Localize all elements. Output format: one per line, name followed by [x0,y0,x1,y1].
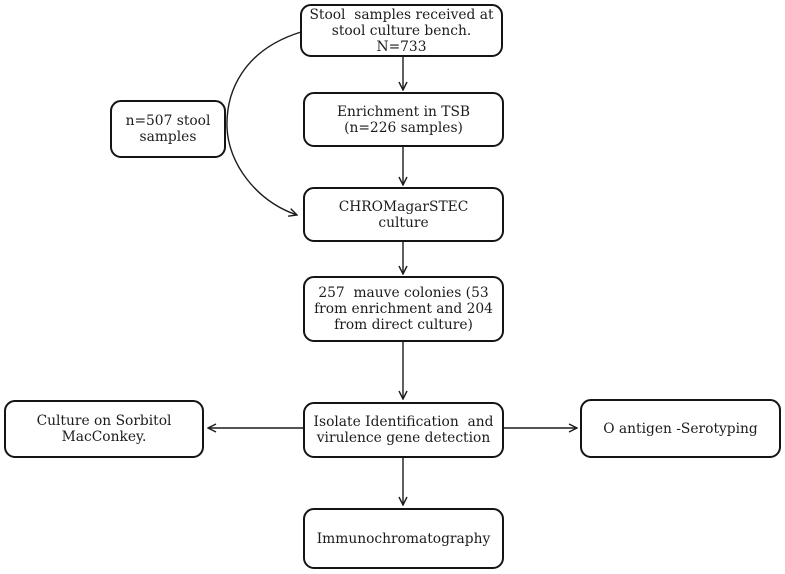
box-text-line: (n=226 samples) [344,119,463,136]
box-o-antigen-serotyping: O antigen -Serotyping [580,399,781,458]
box-text-line: Enrichment in TSB [336,103,471,120]
box-text-line: samples [139,129,197,145]
box-chromagar-culture: CHROMagarSTEC culture [303,187,504,242]
box-text-line: MacConkey. [61,429,147,445]
box-text-line: culture [378,214,429,231]
box-text-line: O antigen -Serotyping [603,420,758,437]
box-n507-stool-samples: n=507 stool samples [110,100,226,158]
box-mauve-colonies: 257 mauve colonies (53 from enrichment a… [303,276,504,342]
box-stool-samples-received: Stool samples received at stool culture … [300,4,503,57]
box-text-line: Isolate Identification and [313,414,494,430]
box-enrichment-tsb: Enrichment in TSB (n=226 samples) [303,92,504,147]
box-text-line: from direct culture) [334,317,473,333]
box-sorbitol-macconkey: Culture on Sorbitol MacConkey. [4,400,204,458]
box-text-line: virulence gene detection [316,430,491,446]
box-text-line: N=733 [376,38,427,55]
box-text-line: CHROMagarSTEC [338,198,469,215]
box-isolate-identification: Isolate Identification and virulence gen… [303,402,504,458]
box-text-line: from enrichment and 204 [314,301,493,317]
box-immunochromatography: Immunochromatography [303,508,504,569]
box-text-line: Culture on Sorbitol [36,413,172,429]
box-text-line: Immunochromatography [316,530,491,547]
box-text-line: Stool samples received at [309,6,494,23]
box-text-line: n=507 stool [125,113,211,129]
box-text-line: stool culture bench. [331,22,472,39]
box-text-line: 257 mauve colonies (53 [318,285,489,301]
curved-arrow-received-to-chromagar [226,31,302,215]
